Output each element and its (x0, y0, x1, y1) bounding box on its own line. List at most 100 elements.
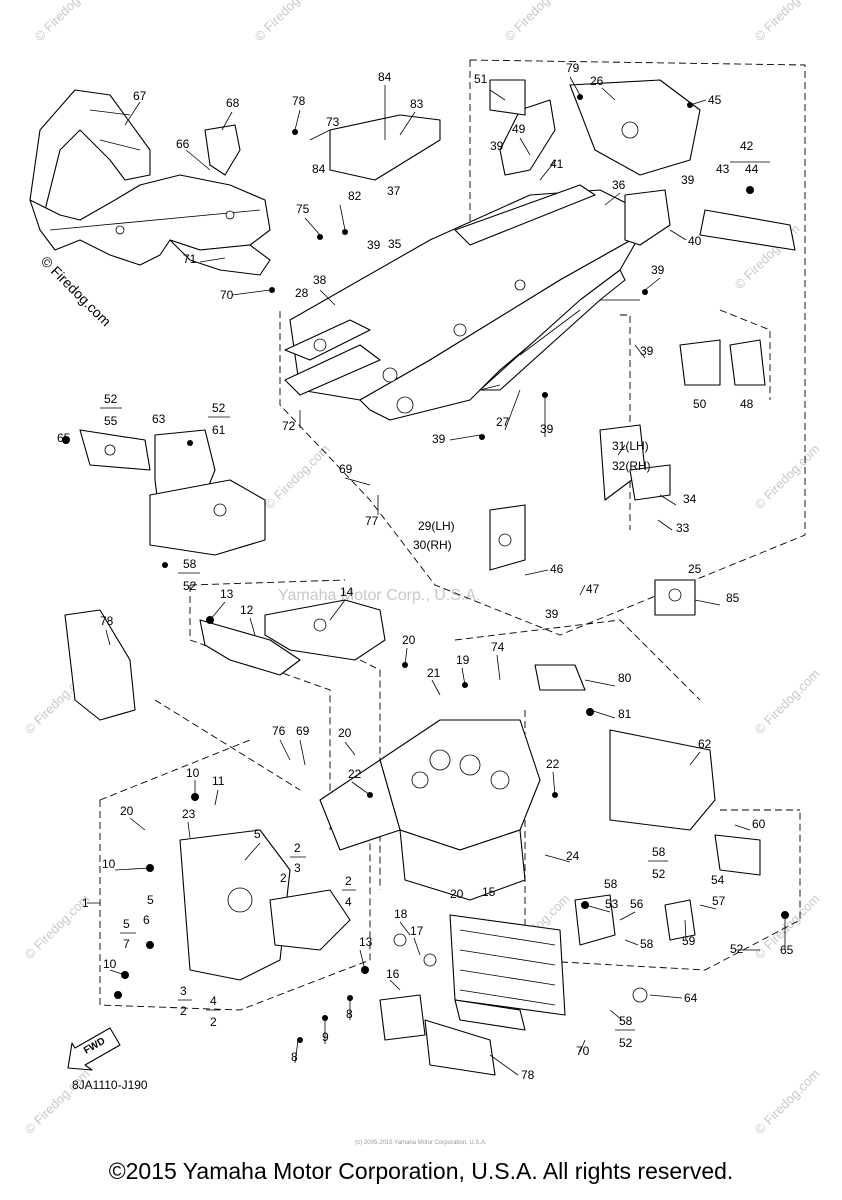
callout: 78 (100, 614, 114, 628)
callout: 2 (345, 874, 352, 888)
callout: 55 (104, 414, 118, 428)
callout: 2 (210, 1015, 217, 1029)
callout: 25 (688, 562, 702, 576)
callout: 20 (450, 887, 464, 901)
callout: 40 (688, 234, 702, 248)
callout: 49 (512, 122, 526, 136)
callout: 58 (640, 937, 654, 951)
callout: 65 (780, 943, 794, 957)
callout: 37 (387, 184, 401, 198)
callout: 13 (359, 935, 373, 949)
callout: 12 (240, 603, 254, 617)
callout: 26 (590, 74, 604, 88)
callout: 5 (147, 893, 154, 907)
callout: 7 (123, 937, 130, 951)
callout: 30(RH) (413, 538, 452, 552)
callout: 1 (82, 896, 89, 910)
callout: 42 (740, 139, 754, 153)
callout: 36 (612, 178, 626, 192)
callout: 43 (716, 162, 730, 176)
callout: 5 (123, 917, 130, 931)
callout: 31(LH) (612, 439, 649, 453)
callout: 34 (683, 492, 697, 506)
callout: 14 (340, 585, 354, 599)
callout: 62 (698, 737, 712, 751)
callout: 68 (226, 96, 240, 110)
callout: 58 (183, 557, 197, 571)
callout: 10 (102, 857, 116, 871)
upper-frame-assembly (284, 79, 796, 616)
center-watermark: Yamaha Motor Corp., U.S.A. (278, 587, 480, 604)
callout: 39 (640, 344, 654, 358)
lower-frame-assembly (64, 599, 761, 1076)
callout: 58 (652, 845, 666, 859)
callout: 52 (183, 579, 197, 593)
watermark-text: © Firedog.com (252, 0, 323, 44)
forward-arrow: FWD (67, 1027, 121, 1071)
fine-print: (c) 2005-2015 Yamaha Motor Corporation, … (355, 1140, 487, 1146)
callout: 13 (220, 587, 234, 601)
callout: 80 (618, 671, 632, 685)
callout: 53 (605, 897, 619, 911)
callout: 9 (322, 1030, 329, 1044)
fraction-bars (100, 161, 770, 1031)
watermark-text: © Firedog.com (262, 441, 333, 512)
callout: 39 (681, 173, 695, 187)
callout: 10 (186, 766, 200, 780)
side-watermark: © Firedog.com (38, 253, 114, 329)
callout: 5 (254, 827, 261, 841)
callout: 61 (212, 423, 226, 437)
callout: 24 (566, 849, 580, 863)
callout: 29(LH) (418, 519, 455, 533)
callout: 39 (490, 139, 504, 153)
callout: 66 (176, 137, 190, 151)
callout: 75 (296, 202, 310, 216)
callout: 58 (604, 877, 618, 891)
callout: 2 (280, 871, 287, 885)
callout: 54 (711, 873, 725, 887)
callout: 82 (348, 189, 362, 203)
callout: 3 (180, 984, 187, 998)
callout: 38 (313, 273, 327, 287)
callout: 44 (745, 162, 759, 176)
callout: 39 (651, 263, 665, 277)
callout-labels: 67 68 66 78 73 84 83 84 82 75 37 35 39 7… (57, 61, 794, 1082)
callout: 20 (120, 804, 134, 818)
callout: 85 (726, 591, 740, 605)
watermark-text: © Firedog.com (22, 1066, 93, 1137)
callout: 46 (550, 562, 564, 576)
callout: 16 (386, 967, 400, 981)
callout: 72 (282, 419, 296, 433)
callout: 20 (338, 726, 352, 740)
callout: 81 (618, 707, 632, 721)
callout: 50 (693, 397, 707, 411)
callout: 52 (730, 942, 744, 956)
callout: 22 (348, 767, 362, 781)
callout: 52 (652, 867, 666, 881)
callout: 77 (365, 514, 379, 528)
callout: 32(RH) (612, 459, 651, 473)
callout: 3 (294, 861, 301, 875)
leader-lines (87, 76, 786, 1076)
watermark-text: © Firedog.com (32, 0, 103, 44)
callout: 22 (546, 757, 560, 771)
callout: 39 (540, 422, 554, 436)
callout: 57 (712, 894, 726, 908)
callout: 35 (388, 237, 402, 251)
callout: 56 (630, 897, 644, 911)
callout: 4 (210, 994, 217, 1008)
callout: 27 (496, 415, 510, 429)
callout: 52 (619, 1036, 633, 1050)
callout: 39 (367, 238, 381, 252)
callout: 78 (292, 94, 306, 108)
callout: 52 (104, 392, 118, 406)
callout: 19 (456, 653, 470, 667)
callout: 48 (740, 397, 754, 411)
callout: 73 (326, 115, 340, 129)
diagram-code: 8JA1110-J190 (72, 1078, 148, 1092)
copyright-footer: ©2015 Yamaha Motor Corporation, U.S.A. A… (108, 1158, 734, 1184)
watermark-text: © Firedog.com (752, 441, 823, 512)
callout: 8 (291, 1050, 298, 1064)
callout: 41 (550, 157, 564, 171)
